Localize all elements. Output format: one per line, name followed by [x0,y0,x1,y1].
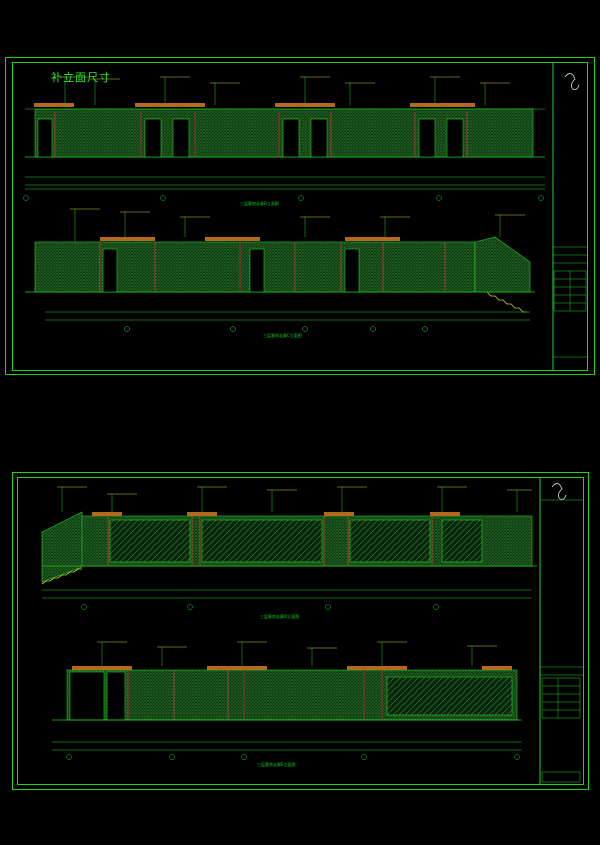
dimension-lines [52,741,522,751]
stair-wall [41,511,83,583]
drawing-sheet-bottom: 三层客房走廊D立面图 三层客房走廊E立面图 [12,472,589,790]
annotation-leaders [70,208,525,242]
sheet-bottom-drawing [12,472,589,790]
glass-panel-3 [349,519,431,563]
inner-frame [12,62,588,371]
elevation-1-caption: 三层客房走廊B立面图 [240,201,279,206]
grid-bubbles [124,326,428,332]
door-1 [37,118,53,158]
annotation-leaders [97,641,497,666]
elevation-3 [41,486,537,610]
annotation-leaders [57,486,532,512]
door-5 [310,118,328,158]
stair-steps [486,291,527,313]
sheet-heading: 补立面尺寸 [51,71,111,84]
grid-bubbles [81,604,439,610]
elevation-1 [23,76,545,201]
outer-frame [5,57,595,375]
glass-panel-5 [386,676,513,716]
door-8 [102,248,118,293]
door-3 [172,118,190,158]
sheet-top-drawing [5,57,595,375]
door-10 [344,248,360,293]
door-12 [106,671,126,721]
door-6 [418,118,436,158]
stair-wall [474,236,531,293]
dimension-lines [25,176,545,190]
inner-frame [17,477,584,785]
title-block [540,483,583,783]
elevation-2-caption: 三层客房走廊C立面图 [263,333,302,338]
logo-mark [564,73,580,90]
grid-bubbles [23,195,544,201]
logo-mark [551,483,567,500]
door-7 [446,118,464,158]
door-4 [282,118,300,158]
elevation-3-caption: 三层客房走廊D立面图 [260,614,300,619]
glass-panel-1 [109,519,191,563]
drawing-sheet-top: 补立面尺寸 三层客房走廊B立面图 三层客房走廊C立面图 [5,57,595,375]
annotation-leaders [60,76,510,107]
outer-frame [12,472,589,790]
elevation-2 [25,208,535,332]
dimension-lines [42,589,532,599]
elevation-4-caption: 三层客房走廊E立面图 [257,762,296,767]
dimension-lines [45,311,530,321]
door-9 [249,248,265,293]
door-11 [69,671,105,721]
glass-panel-2 [201,519,323,563]
title-block [553,73,587,358]
glass-panel-4 [441,519,483,563]
elevation-4 [52,641,522,760]
stair-steps [41,568,82,585]
grid-bubbles [66,754,520,760]
door-2 [144,118,162,158]
